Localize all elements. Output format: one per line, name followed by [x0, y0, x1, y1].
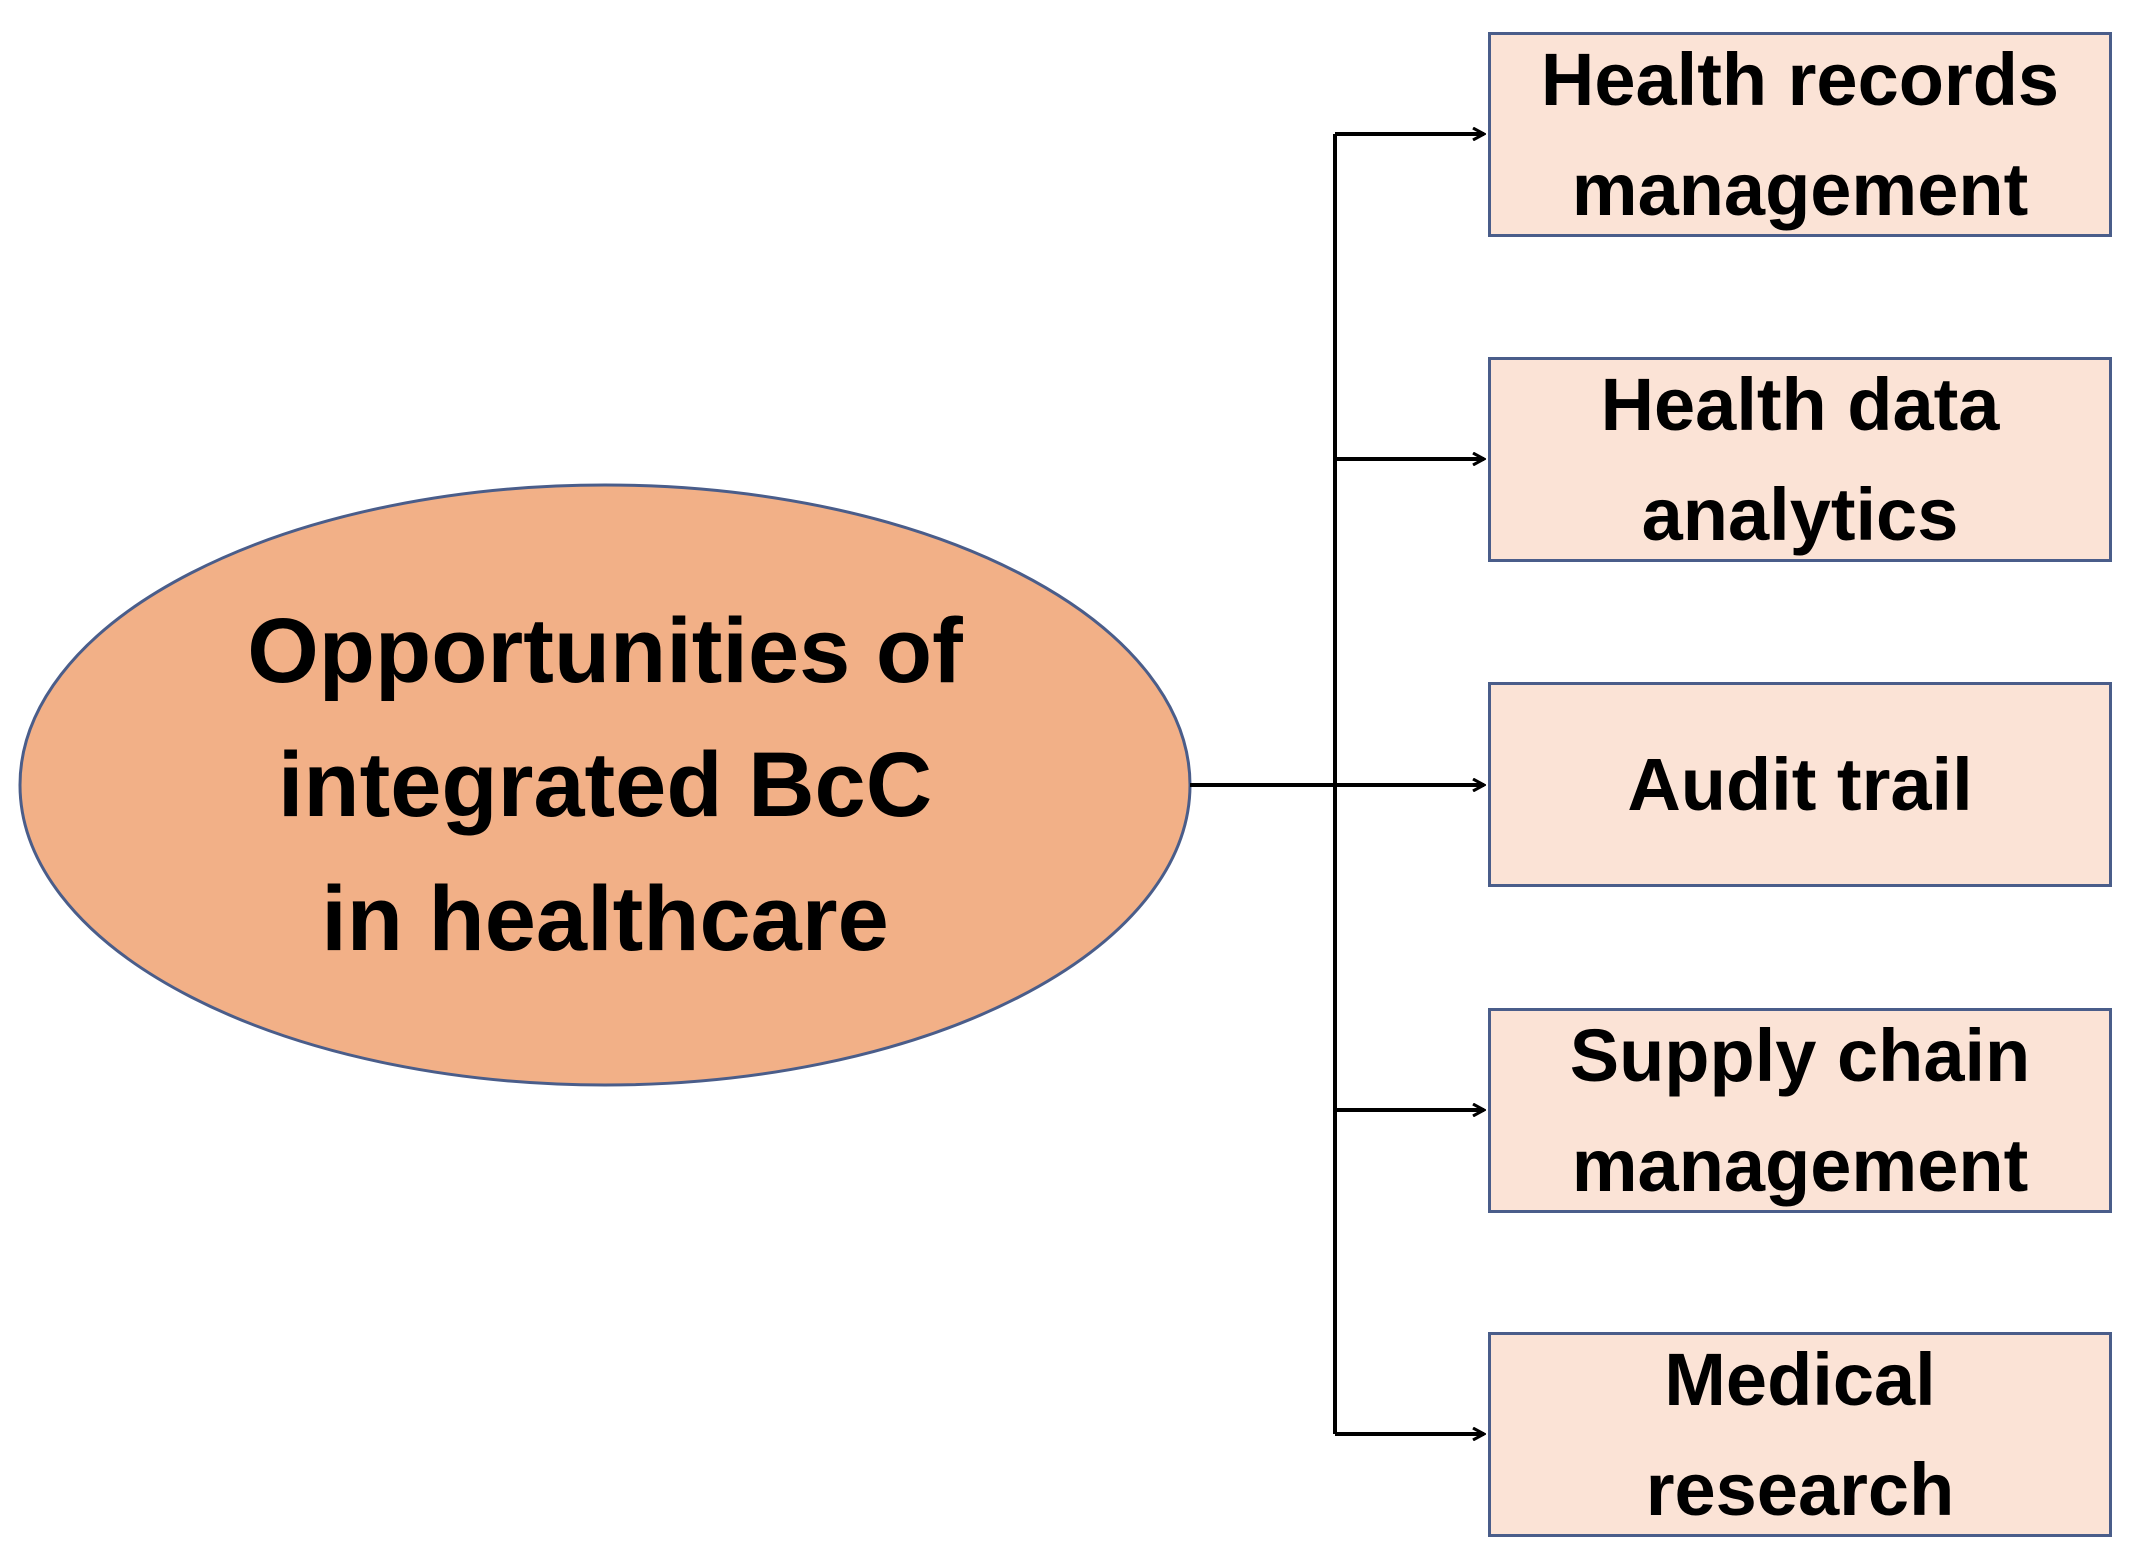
center-label: Opportunities of integrated BcC in healt…	[247, 600, 963, 970]
box-medical-research: Medical research	[1488, 1332, 2112, 1537]
box-health-data-analytics: Health data analytics	[1488, 357, 2112, 562]
box-audit-trail: Audit trail	[1488, 682, 2112, 887]
box-health-records: Health records management	[1488, 32, 2112, 237]
box-supply-chain: Supply chain management	[1488, 1008, 2112, 1213]
